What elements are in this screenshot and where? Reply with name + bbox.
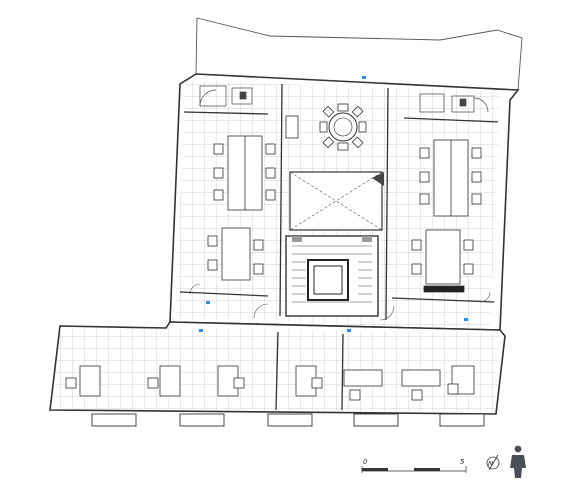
scale-start-label: 0 [363,458,368,466]
north-arrow-label: N [488,460,494,468]
stair-core [285,235,379,317]
person-icon [510,445,526,478]
balcony-bays [91,413,485,427]
scale-end-label: 5 [460,458,465,466]
atrium-void [289,171,384,231]
desk-row-lower [79,365,475,397]
desk-cluster-left [221,135,263,281]
fixture-markers [199,76,468,332]
door-swings [189,283,491,321]
office-chairs-lower [65,377,459,401]
restroom-right [419,93,489,113]
cabinet [285,115,299,139]
meeting-table [319,103,367,151]
desk-cluster-right [423,139,469,293]
office-chairs-right [411,147,482,275]
restroom-left [199,85,253,107]
north-arrow-icon: N [486,454,500,471]
scale-bar: 0 5 [361,458,467,473]
partition-walls [179,83,499,411]
office-chairs-left [207,143,276,275]
